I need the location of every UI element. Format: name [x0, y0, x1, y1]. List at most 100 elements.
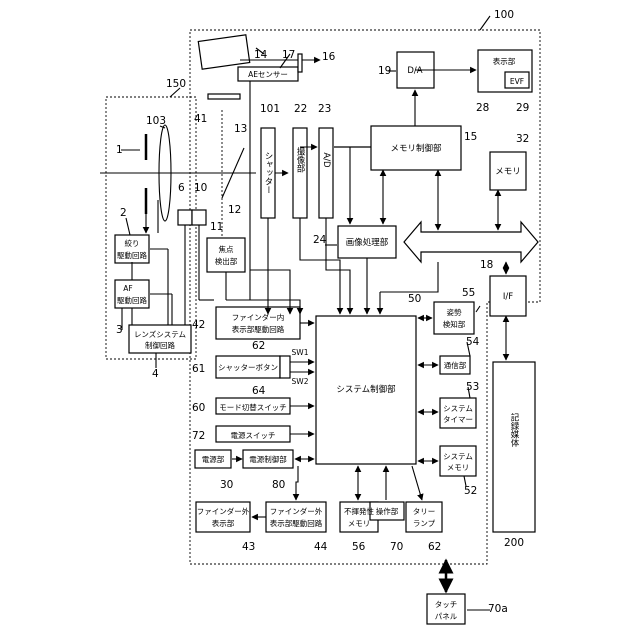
media-label: 記録媒体 — [509, 412, 519, 448]
sysmem-label-2: メモリ — [447, 463, 470, 472]
media-box — [493, 362, 535, 532]
power-switch-label: 電源スイッチ — [231, 431, 276, 440]
attitude-box — [434, 302, 474, 334]
vf-out-display-label-2: 表示部 — [212, 518, 235, 528]
lens-unit-outline — [106, 97, 196, 359]
ad-box — [319, 128, 333, 218]
ref-29: 29 — [516, 102, 529, 114]
shutter-button-label: シャッターボタン — [218, 363, 278, 372]
ref-42: 42 — [192, 319, 205, 331]
ref-55: 55 — [462, 287, 475, 299]
memory-label: メモリ — [495, 167, 521, 177]
ref-4: 4 — [152, 368, 159, 380]
ref-50: 50 — [408, 293, 421, 305]
vf-in-driver-label-2: 表示部駆動回路 — [232, 324, 285, 334]
sw2-label: SW2 — [292, 377, 309, 386]
ae-sensor-label: AEセンサー — [248, 70, 288, 79]
aperture-label-1: 絞り — [125, 238, 140, 248]
comm-label: 通信部 — [444, 360, 467, 370]
ref-13: 13 — [234, 123, 247, 135]
ref-6: 6 — [178, 182, 185, 194]
nvmem-label-1: 不揮発性 — [344, 506, 374, 516]
sw1-label: SW1 — [292, 348, 309, 357]
ref-80: 80 — [272, 479, 285, 491]
ref-60: 60 — [192, 402, 205, 414]
display-label: 表示部 — [493, 56, 516, 66]
ref-32: 32 — [516, 133, 529, 145]
shutter-label: シャッター — [263, 152, 273, 195]
ref-11: 11 — [210, 221, 223, 233]
aperture-label-2: 駆動回路 — [117, 250, 147, 260]
ref-150: 150 — [166, 78, 186, 90]
ref-41: 41 — [194, 113, 207, 125]
vf-out-driver-label-1: ファインダー外 — [270, 506, 323, 516]
ref-12: 12 — [228, 204, 241, 216]
touch-panel-label-1: タッチ — [435, 600, 458, 609]
ref-103: 103 — [146, 115, 166, 127]
vf-in-driver-box — [216, 307, 300, 339]
lens-control-label-2: 制御回路 — [145, 340, 175, 350]
pentaprism — [198, 35, 249, 69]
contact-10 — [192, 210, 206, 225]
ref-28: 28 — [476, 102, 489, 114]
ref-22: 22 — [294, 103, 307, 115]
ref-70: 70 — [390, 541, 403, 553]
syscontrol-label: システム制御部 — [336, 384, 396, 395]
memctrl-label: メモリ制御部 — [390, 143, 442, 154]
imager-box — [293, 128, 307, 218]
focus-detect-label-2: 検出部 — [215, 256, 238, 266]
timer-label-1: システム — [443, 404, 473, 413]
ref-30: 30 — [220, 479, 233, 491]
if-label: I/F — [503, 292, 513, 302]
ref-61: 61 — [192, 363, 205, 375]
ref-14: 14 — [254, 49, 268, 61]
ref-2: 2 — [120, 207, 127, 219]
mode-switch-label: モード切替スイッチ — [219, 402, 287, 412]
vf-out-driver-label-2: 表示部駆動回路 — [270, 518, 323, 528]
af-label-1: AF — [123, 284, 132, 293]
lens-control-label-1: レンズシステム — [134, 329, 186, 339]
focus-detect-box — [207, 238, 245, 272]
ref-70a: 70a — [488, 603, 508, 615]
sysmem-label-1: システム — [443, 452, 473, 461]
ref-16: 16 — [322, 51, 336, 63]
vf-in-driver-label-1: ファインダー内 — [232, 312, 285, 322]
eyepiece-element — [298, 54, 302, 72]
attitude-label-2: 検知部 — [443, 319, 466, 329]
ref-56: 56 — [352, 541, 366, 553]
ref-200: 200 — [504, 537, 524, 549]
ref-62-top: 62 — [252, 340, 265, 352]
ref-64: 64 — [252, 385, 266, 397]
ref-52: 52 — [464, 485, 477, 497]
ref-44: 44 — [314, 541, 328, 553]
focusing-screen — [208, 94, 240, 99]
power-label: 電源部 — [202, 454, 225, 464]
ref-43: 43 — [242, 541, 255, 553]
ref-10: 10 — [194, 182, 207, 194]
ref-62-bottom: 62 — [428, 541, 441, 553]
sw-box — [280, 356, 290, 378]
tally-label-2: ランプ — [413, 519, 436, 528]
ref-23: 23 — [318, 103, 331, 115]
imager-label: 撮像部 — [295, 147, 305, 174]
af-label-2: 駆動回路 — [117, 295, 147, 305]
timer-label-2: タイマー — [443, 415, 473, 424]
powerctrl-label: 電源制御部 — [249, 454, 287, 464]
ref-100: 100 — [494, 9, 514, 21]
ref-15: 15 — [464, 131, 477, 143]
tally-label-1: タリー — [413, 507, 436, 516]
ref-24: 24 — [313, 234, 327, 246]
focus-detect-label-1: 焦点 — [219, 244, 234, 254]
evf-label: EVF — [510, 77, 524, 86]
ref-18: 18 — [480, 259, 493, 271]
ad-label: A/D — [321, 152, 331, 168]
imgproc-label: 画像処理部 — [346, 237, 389, 248]
vf-out-display-label-1: ファインダー外 — [197, 506, 250, 516]
nvmem-label-2: メモリ — [348, 519, 371, 528]
ops-label: 操作部 — [376, 506, 399, 516]
ref-72: 72 — [192, 430, 205, 442]
attitude-label-1: 姿勢 — [447, 307, 462, 317]
da-label: D/A — [407, 66, 422, 76]
ref-101: 101 — [260, 103, 280, 115]
